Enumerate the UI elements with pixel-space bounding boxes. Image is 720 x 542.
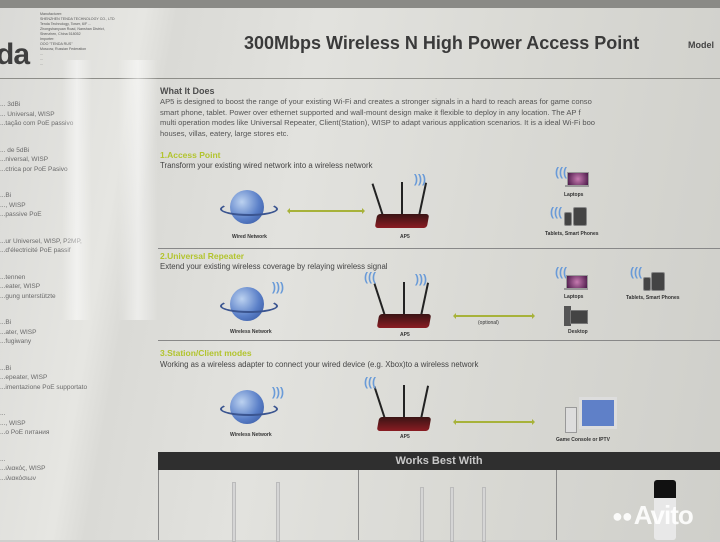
- light-glare: [62, 60, 92, 320]
- wifi-signal-icon: ))): [272, 385, 284, 399]
- laptop-icon: [565, 172, 589, 187]
- wifi-signal-icon: (((: [630, 265, 642, 279]
- wifi-signal-icon: ))): [272, 280, 284, 294]
- works-best-with-banner: Works Best With: [158, 452, 720, 470]
- lang-group: ......, WISP...o PoE питания: [0, 410, 50, 436]
- lang-group: ... 3dBi... Universal, WISP...tação com …: [0, 101, 74, 127]
- wifi-signal-icon: (((: [364, 270, 376, 284]
- lang-group: ...ur Universel, WISP, P2MP,...d'électri…: [0, 237, 82, 255]
- avito-logo-icon: ●●: [612, 506, 633, 526]
- what-it-does-heading: What It Does: [160, 86, 215, 96]
- what-it-does-paragraph: AP5 is designed to boost the range of yo…: [160, 97, 596, 138]
- wired-network-label: Wired Network: [232, 234, 267, 240]
- column-divider: [556, 470, 557, 540]
- wifi-signal-icon: (((: [555, 265, 567, 279]
- wifi-signal-icon: ))): [414, 172, 426, 186]
- wireless-network-globe-icon: [220, 287, 278, 321]
- lang-group: ......ιλιακός, WISP...ιλιακόσιων: [0, 455, 46, 482]
- router-antenna: [482, 487, 486, 542]
- model-label: Model: [688, 40, 714, 50]
- laptops-label: Laptops: [564, 192, 584, 198]
- smartphone-icon: [643, 277, 651, 291]
- section-2-heading: 2.Universal Repeater: [160, 251, 245, 261]
- column-divider: [358, 470, 359, 540]
- wifi-signal-icon: ))): [415, 272, 427, 286]
- connection-arrow: [287, 208, 365, 214]
- laptops-label: Laptops: [564, 294, 584, 300]
- router-antenna: [276, 482, 280, 542]
- router-antenna: [232, 482, 236, 542]
- wireless-network-label: Wireless Network: [230, 432, 272, 438]
- desktop-pc-icon: [564, 306, 588, 326]
- section-divider: [158, 340, 720, 341]
- section-1-description: Transform your existing wired network in…: [160, 161, 373, 170]
- tablets-phones-label: Tablets, Smart Phones: [545, 231, 599, 237]
- lang-group: ...Bi..., WISP...passive PoE: [0, 192, 42, 218]
- lang-group: ...tennen...eater, WISP...gung unterstüt…: [0, 273, 56, 300]
- section-3-description: Working as a wireless adapter to connect…: [160, 360, 479, 369]
- desktop-label: Desktop: [568, 329, 588, 335]
- wifi-signal-icon: (((: [550, 205, 562, 219]
- ap5-label: AP5: [400, 332, 410, 338]
- wireless-network-label: Wireless Network: [230, 329, 272, 335]
- lang-group: ... de 5dBi...niversal, WISP...ctrica po…: [0, 146, 68, 173]
- wifi-signal-icon: (((: [555, 165, 567, 179]
- ap5-label: AP5: [400, 234, 410, 240]
- ap5-router-icon: [371, 180, 430, 228]
- tablet-icon: [573, 207, 587, 226]
- section-2-description: Extend your existing wireless coverage b…: [160, 262, 388, 271]
- column-divider: [158, 470, 159, 540]
- multilingual-feature-list: ... 3dBi... Universal, WISP...tação com …: [0, 100, 150, 500]
- section-3-heading: 3.Station/Client modes: [160, 348, 252, 358]
- optional-label: (optional): [478, 320, 499, 326]
- game-console-iptv-icon: [565, 397, 617, 433]
- usb-adapter-product: [654, 480, 676, 540]
- wifi-signal-icon: (((: [364, 375, 376, 389]
- header-divider: [0, 78, 720, 79]
- box-top-edge: [0, 0, 720, 8]
- ap5-router-icon: [373, 383, 432, 431]
- game-console-label: Game Console or IPTV: [556, 437, 610, 443]
- tablet-icon: [651, 272, 665, 291]
- wired-network-globe-icon: [220, 190, 278, 224]
- smartphone-icon: [564, 212, 572, 226]
- router-antenna: [420, 487, 424, 542]
- optional-connection-arrow: [453, 313, 535, 319]
- light-glare: [118, 60, 158, 320]
- router-antenna: [450, 487, 454, 542]
- section-1-heading: 1.Access Point: [160, 150, 221, 160]
- ap5-router-icon: [373, 280, 432, 328]
- manufacturer-info: Manufacturer: SHENZHEN TENDA TECHNOLOGY …: [40, 12, 115, 66]
- lang-group: ...Bi...epeater, WISP...imentazione PoE …: [0, 364, 88, 391]
- tablets-phones-label: Tablets, Smart Phones: [626, 295, 680, 301]
- product-title: 300Mbps Wireless N High Power Access Poi…: [244, 33, 640, 53]
- wired-connection-arrow: [453, 419, 535, 425]
- lang-group: ...Bi...ater, WISP...fugiwany: [0, 319, 37, 345]
- brand-logo-partial: da: [0, 38, 30, 71]
- section-divider: [158, 248, 720, 249]
- laptop-icon: [564, 275, 588, 290]
- ap5-label: AP5: [400, 434, 410, 440]
- avito-watermark: ●●Avito: [612, 500, 694, 530]
- wireless-network-globe-icon: [220, 390, 278, 424]
